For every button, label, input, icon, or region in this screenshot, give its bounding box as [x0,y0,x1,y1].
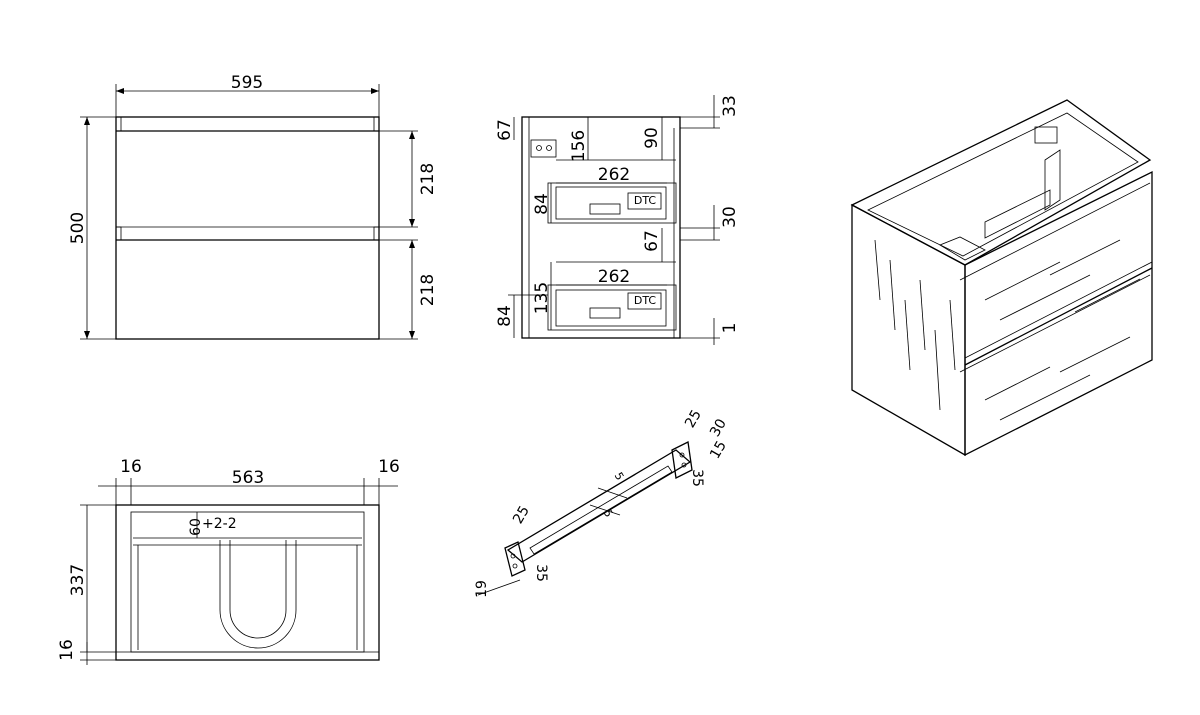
top-outline [115,504,380,661]
bracket-top-c: 15 [707,438,730,461]
dim-bottom-right-1: 1 [720,323,740,334]
side-outline [521,116,681,339]
dim-drawer-bottom-218: 218 [418,274,438,306]
bracket-top-b: 30 [707,416,730,439]
front-cabinet-outline [115,116,380,340]
dim-slot-60: 60 [188,518,204,536]
bracket-end-left [504,541,526,577]
dim-upper-top-90: 90 [642,127,662,149]
dim-width-595: 595 [231,73,263,93]
dim-inner-563: 563 [232,468,264,488]
bracket-view: 25 30 15 35 5 5 25 35 19 [474,407,730,598]
dim-drawer-top-218: 218 [418,163,438,195]
bracket-end-a: 25 [510,503,533,526]
siphon-cutout [219,540,297,649]
dim-mid-right-30: 30 [720,206,740,228]
dim-top-right-33: 33 [720,95,740,117]
front-view: 595 500 218 218 [68,73,438,340]
iso-left-side [851,203,966,457]
lower-drawer-box [547,284,677,331]
iso-top-opening [850,99,1152,266]
dim-lower-height-84: 84 [495,305,515,327]
dim-upper-depth-156: 156 [569,130,589,162]
dim-depth-337: 337 [68,564,88,596]
upper-brand-label: DTC [634,194,657,207]
bracket-end-b: 35 [533,564,549,582]
bracket-end-right [671,441,693,479]
bracket-end-c: 19 [474,580,490,598]
dim-right-16: 16 [378,457,400,477]
lower-brand-label: DTC [634,294,657,307]
dim-lower-runner-262: 262 [598,267,630,287]
isometric-view [850,99,1153,457]
iso-front [964,170,1153,457]
dim-top-gap-67: 67 [495,119,515,141]
dim-upper-runner-262: 262 [598,165,630,185]
dim-upper-height-84: 84 [532,193,552,215]
bracket-top-d: 35 [689,469,705,487]
dim-back-16: 16 [57,639,77,661]
dim-tolerance: +2-2 [202,516,237,532]
dim-left-16: 16 [120,457,142,477]
bracket-mid-b: 5 [601,507,616,520]
bracket-top-a: 25 [682,407,705,430]
iso-drawer-split [964,267,1153,366]
side-view: DTC DTC 262 262 67 156 90 33 84 [495,95,740,345]
upper-drawer-box [547,182,677,224]
bracket-body [506,449,692,563]
dim-lower-depth-135: 135 [532,282,552,314]
top-view: 16 563 16 60 +2-2 337 16 [57,457,400,665]
dim-height-500: 500 [68,212,88,244]
dim-mid-gap-67: 67 [642,230,662,252]
